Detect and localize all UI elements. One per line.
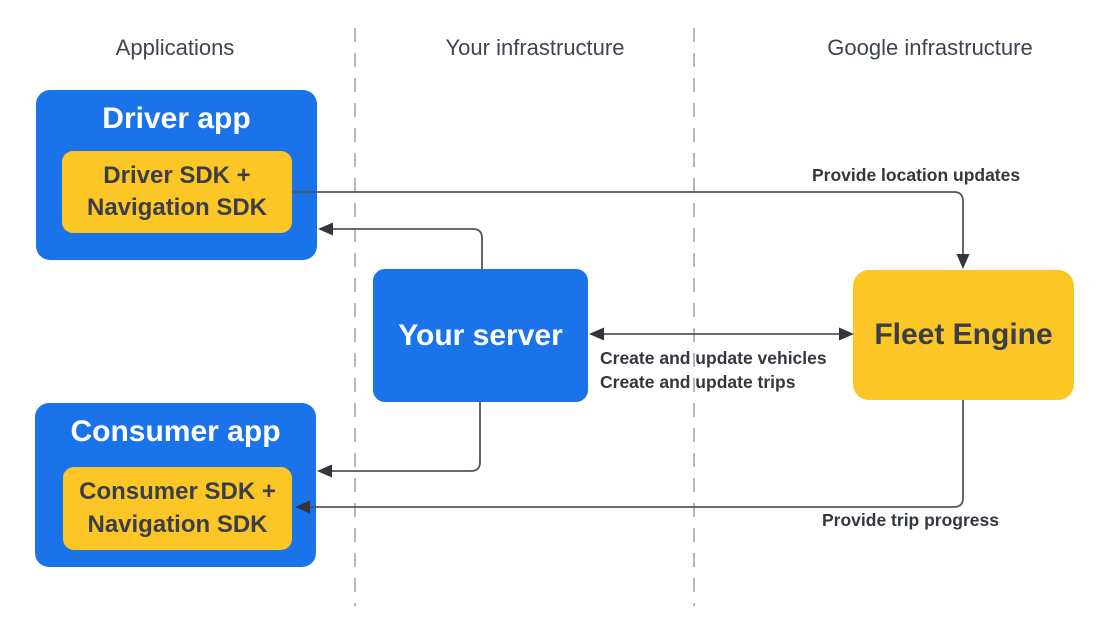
arrowhead-left-driver-app-icon: [318, 222, 333, 236]
arrowhead-left-consumer-app-icon: [317, 464, 332, 478]
driver-sdk-label: Driver SDK + Navigation SDK: [87, 160, 267, 225]
column-header-google-infrastructure: Google infrastructure: [827, 35, 1033, 60]
driver-app-label: Driver app: [102, 102, 251, 135]
edge-label-create-and-update: Create and update vehicles Create and up…: [600, 347, 827, 394]
column-header-applications: Applications: [115, 35, 235, 60]
connector-fleet-to-consumer: [309, 400, 964, 508]
edge-label-create-trips: Create and update trips: [600, 371, 796, 392]
column-header-your-infrastructure: Your infrastructure: [445, 35, 625, 60]
consumer-sdk-line1: Consumer SDK +: [79, 478, 276, 506]
consumer-app-label: Consumer app: [70, 415, 281, 448]
fleet-engine-node: Fleet Engine: [853, 270, 1074, 400]
consumer-sdk-node: Consumer SDK + Navigation SDK: [63, 467, 292, 550]
connector-server-to-driver: [332, 228, 483, 269]
fleet-engine-label: Fleet Engine: [874, 318, 1053, 351]
arrowhead-right-fleet-engine-icon: [839, 327, 854, 341]
edge-label-provide-location-updates: Provide location updates: [812, 165, 1021, 185]
your-server-node: Your server: [373, 269, 588, 402]
consumer-sdk-line2: Navigation SDK: [87, 510, 268, 538]
driver-sdk-line1: Driver SDK +: [103, 161, 251, 189]
edge-label-provide-trip-progress: Provide trip progress: [822, 510, 999, 530]
arrowhead-left-your-server-icon: [589, 327, 604, 341]
edge-label-create-vehicles: Create and update vehicles: [600, 348, 827, 368]
connector-server-to-consumer: [331, 402, 481, 472]
driver-sdk-line2: Navigation SDK: [86, 194, 268, 221]
arrowhead-down-fleet-engine-icon: [956, 254, 970, 269]
driver-sdk-node: Driver SDK + Navigation SDK: [62, 151, 292, 233]
your-server-label: Your server: [398, 318, 563, 352]
connector-driver-to-fleet: [292, 191, 964, 255]
consumer-sdk-label: Consumer SDK + Navigation SDK: [79, 476, 276, 541]
